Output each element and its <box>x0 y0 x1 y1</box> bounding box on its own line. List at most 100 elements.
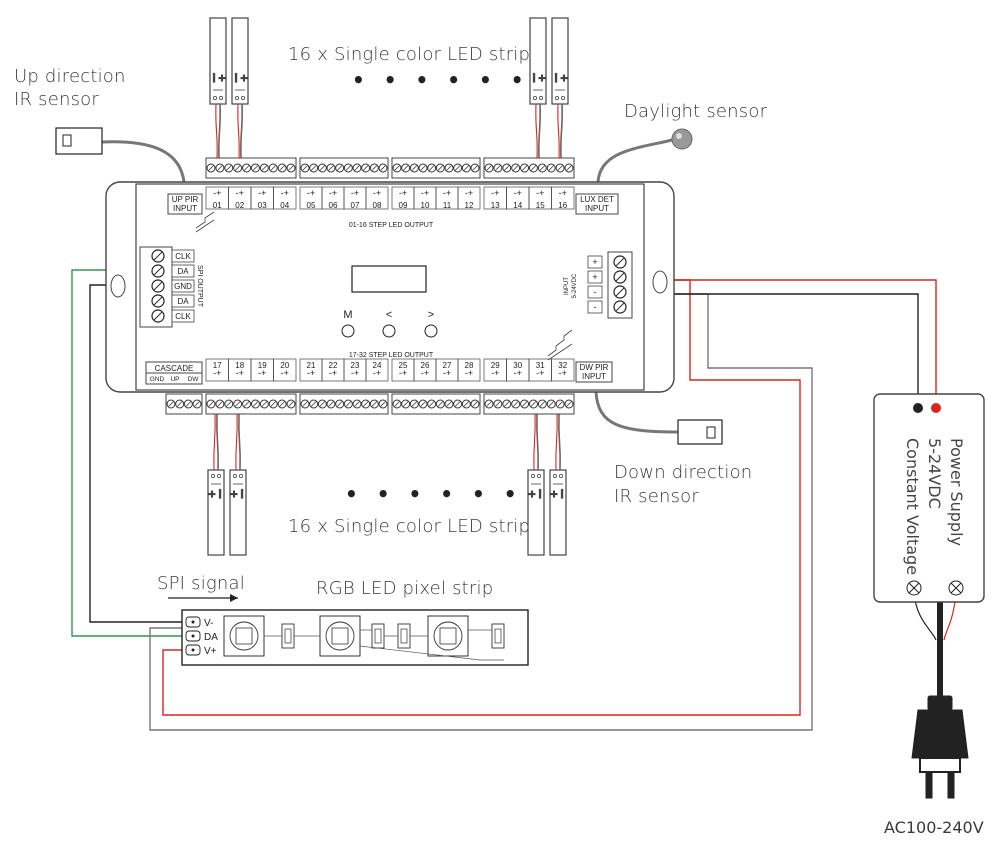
lux-label-2: INPUT <box>585 204 609 213</box>
top-channel-polarity: -+ <box>236 188 244 198</box>
top-channel-polarity: -+ <box>399 188 407 198</box>
bottom-channel-cell <box>273 358 297 382</box>
top-terminal-screw-slot <box>279 165 285 171</box>
led-strip-minus: + <box>218 71 225 85</box>
input-pin-box <box>587 285 603 299</box>
down-stair-icon <box>547 329 573 361</box>
top-terminal-screw-slot <box>270 165 277 171</box>
bottom-channel-number: 25 <box>399 361 408 370</box>
bottom-channel-cell <box>365 358 389 382</box>
top-channel-polarity: -+ <box>491 188 499 198</box>
bottom-channel-number: 30 <box>513 361 522 370</box>
bottom-channel-cell <box>551 358 575 382</box>
strip-pin-vplus: V+ <box>204 646 217 657</box>
led-strip-pad <box>559 473 564 478</box>
led-strip-minus: I <box>560 487 563 501</box>
bottom-terminal-screw-slot <box>261 401 268 407</box>
led-strip-pad <box>553 473 558 478</box>
led-strip-pad <box>240 96 245 101</box>
top-terminal-screw-slot <box>252 165 259 171</box>
bottom-terminal-screw-slot <box>279 401 285 407</box>
pixel-resistor-1 <box>371 623 385 649</box>
top-channel-number: 03 <box>258 201 267 210</box>
power-supply: Power Supply 5-24VDC Constant Voltage <box>873 393 985 603</box>
bottom-channel-polarity: -+ <box>421 368 429 378</box>
bottom-channel-polarity: -+ <box>373 368 381 378</box>
bottom-terminal-screw-slot <box>380 401 386 407</box>
input-pin: - <box>594 287 597 297</box>
pixel-traces <box>264 629 504 661</box>
top-terminal-screw-slot <box>503 165 510 171</box>
spi-screw-slot <box>153 296 163 306</box>
pixel-led-lens <box>229 621 259 651</box>
pixel-resistor-body <box>400 628 408 644</box>
bottom-terminal-screw-slot <box>270 401 277 407</box>
bottom-channel-number: 24 <box>373 361 382 370</box>
bottom-terminal-screw-slot <box>394 401 400 407</box>
top-terminal-screw-slot <box>234 165 241 171</box>
spi-pin-box <box>171 249 195 263</box>
led-strip-minus: I <box>240 487 243 501</box>
led-strip <box>231 17 249 105</box>
top-channel-polarity: -+ <box>536 188 544 198</box>
led-strip-red-wire <box>555 413 558 471</box>
bottom-strip-label: 16 x Single color LED strip <box>288 516 531 537</box>
dw-pir-label-1: DW PIR <box>580 363 609 372</box>
top-terminal-screw-slot <box>354 165 360 171</box>
top-terminal-screw-slot <box>328 165 334 171</box>
top-terminal-screw-slot <box>310 165 317 171</box>
bottom-channel-number: 26 <box>421 361 430 370</box>
top-terminal-screw-slot <box>217 165 223 171</box>
led-strip <box>229 469 247 556</box>
bottom-terminal-screw-slot <box>176 401 183 407</box>
spi-screw-slot <box>153 281 163 291</box>
top-channel-polarity: -+ <box>281 188 289 198</box>
strip-pin-vminus: V- <box>204 618 213 629</box>
left-button[interactable] <box>382 324 396 338</box>
bottom-terminal-screw-slot <box>234 401 241 407</box>
led-strip-gray-wire <box>559 103 564 159</box>
bottom-channel-polarity: -+ <box>213 368 221 378</box>
bottom-terminal-screw-slot <box>371 401 378 407</box>
input-screw-slot <box>615 287 625 297</box>
spi-pin-clk: CLK <box>175 252 191 261</box>
top-channel-polarity: -+ <box>373 188 381 198</box>
bottom-terminal-screw-slot <box>428 401 435 407</box>
top-channel-number: 08 <box>373 201 382 210</box>
led-strip-plus: + <box>230 487 237 501</box>
spi-screw-slot <box>153 311 163 321</box>
daylight-sensor <box>671 128 693 150</box>
led-strip-gray-wire <box>535 413 540 471</box>
spi-pin-da: DA <box>177 267 189 276</box>
bottom-terminal-screw-slot <box>495 401 501 407</box>
led-strip-minus: + <box>240 71 247 85</box>
led-strip-minus: I <box>218 487 221 501</box>
right-button[interactable] <box>424 324 438 338</box>
top-channel-number: 05 <box>307 201 316 210</box>
top-terminal-screw-slot <box>371 165 378 171</box>
top-terminal-screw-slot <box>463 165 470 171</box>
top-terminal-screw-slot <box>530 165 537 171</box>
led-strip-pad <box>234 96 239 101</box>
led-strip-pad <box>218 96 223 101</box>
led-strip-pad <box>561 96 566 101</box>
bottom-channel-number: 23 <box>351 361 360 370</box>
top-channel-number: 01 <box>213 201 222 210</box>
bottom-channel-polarity: -+ <box>514 368 522 378</box>
bottom-channel-polarity: -+ <box>443 368 451 378</box>
m-button[interactable] <box>341 324 355 338</box>
top-terminal-screw-slot <box>539 165 546 171</box>
bottom-channel-polarity: -+ <box>329 368 337 378</box>
led-strip-gray-wire <box>217 103 222 159</box>
top-terminal-screw-slot <box>566 165 572 171</box>
top-terminal-screw-slot <box>243 165 250 171</box>
bottom-terminal-screw-slot <box>521 401 528 407</box>
bottom-output-label: 17-32 STEP LED OUTPUT <box>349 352 434 359</box>
bottom-channel-number: 19 <box>258 361 267 370</box>
bottom-channel-number: 20 <box>280 361 289 370</box>
ac-plug <box>911 695 969 799</box>
spi-output-label: SPI OUTPUT <box>196 265 203 308</box>
pixel-led-chip <box>235 627 253 645</box>
bottom-ellipsis: • • • • • • <box>345 482 523 506</box>
top-channel-cell <box>273 186 297 210</box>
